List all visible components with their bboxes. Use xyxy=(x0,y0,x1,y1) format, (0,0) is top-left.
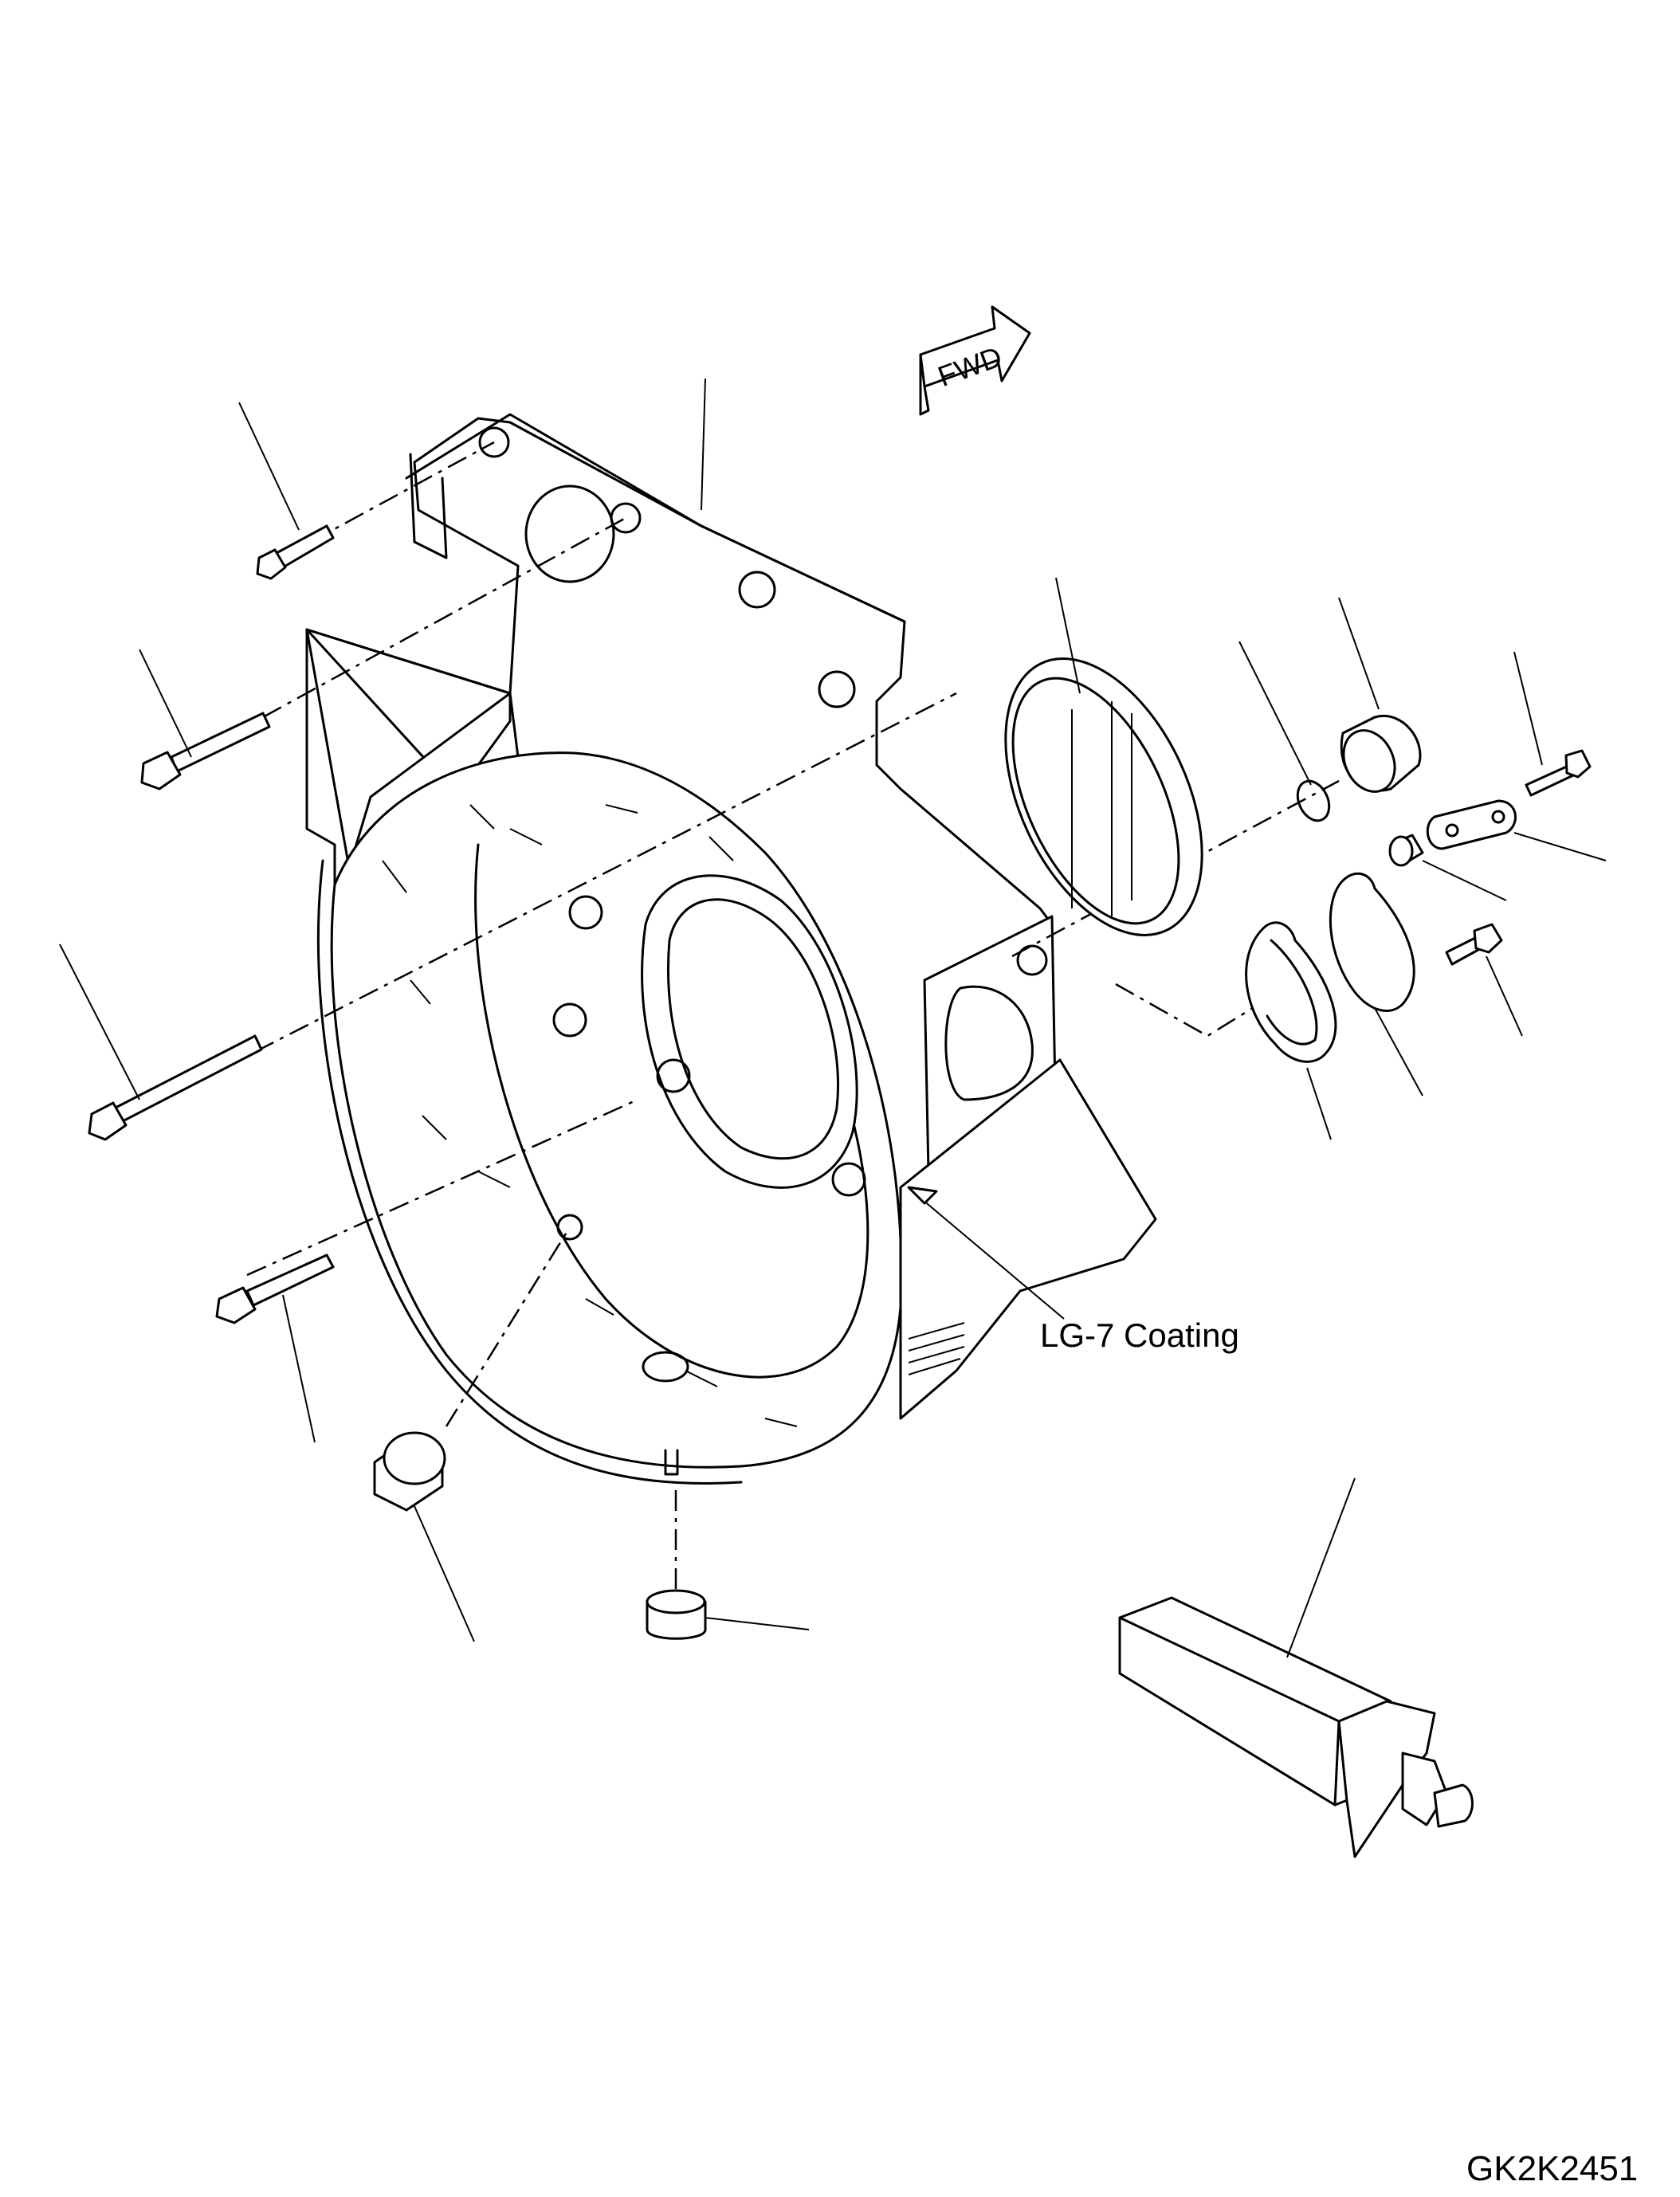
o-ring xyxy=(1296,779,1331,822)
rear-oil-seal xyxy=(1004,657,1203,936)
bolt-small xyxy=(1525,749,1592,797)
forward-arrow-icon: FWD xyxy=(919,305,1031,416)
coating-callout-label: LG-7 Coating xyxy=(1040,1316,1239,1354)
bolt-lower xyxy=(215,1253,335,1324)
plate xyxy=(1426,799,1517,850)
flywheel-housing xyxy=(305,413,1157,1485)
drawing-number: GK2K2451 xyxy=(1466,2149,1639,2188)
bolt-flange xyxy=(1445,923,1503,966)
cover xyxy=(1329,872,1415,1012)
gasket xyxy=(1245,921,1337,1063)
cap-plug xyxy=(646,1589,707,1640)
bolt-medium xyxy=(140,712,271,791)
hex-plug xyxy=(373,1431,446,1512)
adhesive-tube xyxy=(1118,1596,1474,1858)
spacer xyxy=(1388,834,1424,867)
bolt-short-top xyxy=(256,524,335,580)
bolt-long xyxy=(88,1034,263,1141)
leader-lines xyxy=(59,378,1607,1658)
cap xyxy=(1340,714,1422,793)
